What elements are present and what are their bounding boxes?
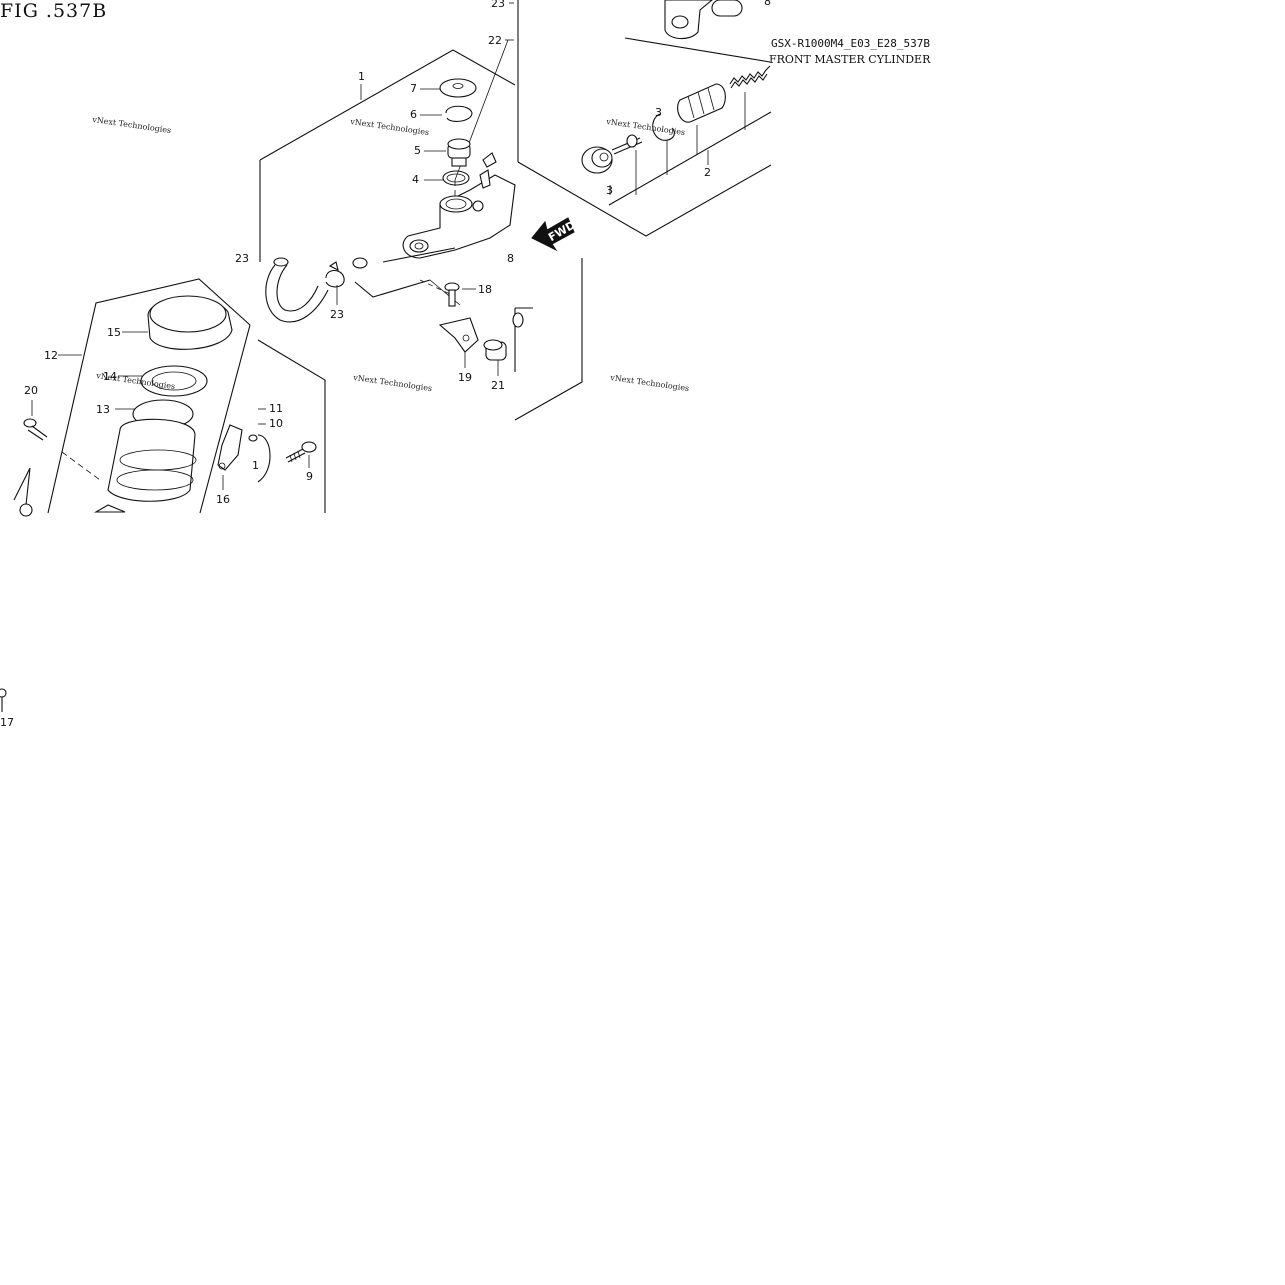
callout-19: 19	[458, 371, 472, 384]
part-master-cylinder-body	[382, 152, 516, 263]
part-hose-clip-10	[248, 434, 271, 483]
part-pushrod	[611, 134, 643, 155]
part-bolt-18	[444, 282, 460, 307]
part-screw-9	[285, 441, 317, 463]
part-boot-21	[483, 339, 507, 361]
callout-2: 2	[704, 166, 711, 179]
callout-4: 4	[412, 173, 419, 186]
callout-23c: 23	[235, 252, 249, 265]
part-hose-22	[265, 257, 329, 323]
callout-7: 7	[410, 82, 417, 95]
callout-17: 17	[0, 716, 14, 729]
part-piston-cup-3	[581, 146, 613, 174]
part-clamp-23	[325, 261, 345, 288]
watermark-2: vNext Technologies	[349, 117, 430, 137]
callout-3b: 3	[655, 106, 662, 119]
callout-1: 1	[358, 70, 365, 83]
callout-16: 16	[216, 493, 230, 506]
part-reservoir-cap-15	[147, 295, 233, 350]
figure-name: FRONT MASTER CYLINDER	[769, 53, 931, 66]
part-clamp-16	[217, 424, 243, 471]
callout-8: 8	[764, 0, 771, 8]
callout-18: 18	[478, 283, 492, 296]
part-spring	[729, 65, 771, 89]
leader-lines	[31, 2, 746, 490]
part-bracket-19	[438, 317, 479, 353]
assembly-frame-master-cylinder	[259, 49, 516, 298]
callouts: 1 2 3 3 4 5 6 7 8 8 9 10 11 12 13 14 15 …	[0, 0, 771, 729]
assembly-frame-piston-kit	[517, 0, 772, 237]
callout-23a: 23	[491, 0, 505, 10]
assembly-frame-reservoir	[47, 278, 326, 514]
callout-14: 14	[103, 370, 117, 383]
part-reservoir-body-13	[93, 399, 197, 513]
callout-3: 3	[606, 184, 613, 197]
callout-1b: 1	[252, 459, 259, 472]
figure-title: FIG .537B	[0, 0, 108, 22]
callout-5: 5	[414, 144, 421, 157]
part-piston-assembly-2	[677, 83, 726, 123]
part-nut-right	[512, 312, 524, 328]
callout-11: 11	[269, 402, 283, 415]
watermark-3: vNext Technologies	[605, 117, 686, 137]
part-bolt-20	[23, 418, 48, 441]
callout-20: 20	[24, 384, 38, 397]
callout-15: 15	[107, 326, 121, 339]
callout-13: 13	[96, 403, 110, 416]
watermark-1: vNext Technologies	[91, 115, 172, 135]
callout-23b: 23	[330, 308, 344, 321]
figure-code: GSX-R1000M4_E03_E28_537B	[771, 37, 930, 50]
part-circlip-right	[652, 113, 675, 141]
callout-6: 6	[410, 108, 417, 121]
part-oring-4	[442, 170, 470, 186]
part-nipple-left	[352, 257, 368, 269]
part-diaphragm-14	[140, 365, 208, 397]
part-circlip-6	[445, 105, 473, 122]
part-connector-5	[447, 138, 471, 167]
assembly-frame-lower-right	[514, 258, 583, 421]
part-small-bolt-17	[0, 688, 7, 712]
watermark-6: vNext Technologies	[609, 373, 690, 393]
callout-21: 21	[491, 379, 505, 392]
fwd-arrow-icon: FWD	[531, 217, 577, 252]
callout-10: 10	[269, 417, 283, 430]
watermark-5: vNext Technologies	[352, 373, 433, 393]
part-lower-left-bracket	[13, 467, 33, 517]
callout-8b: 8	[507, 252, 514, 265]
callout-22: 22	[488, 34, 502, 47]
callout-9: 9	[306, 470, 313, 483]
part-upper-right-body-8	[664, 0, 743, 40]
part-cap-washer	[439, 78, 477, 98]
callout-12: 12	[44, 349, 58, 362]
